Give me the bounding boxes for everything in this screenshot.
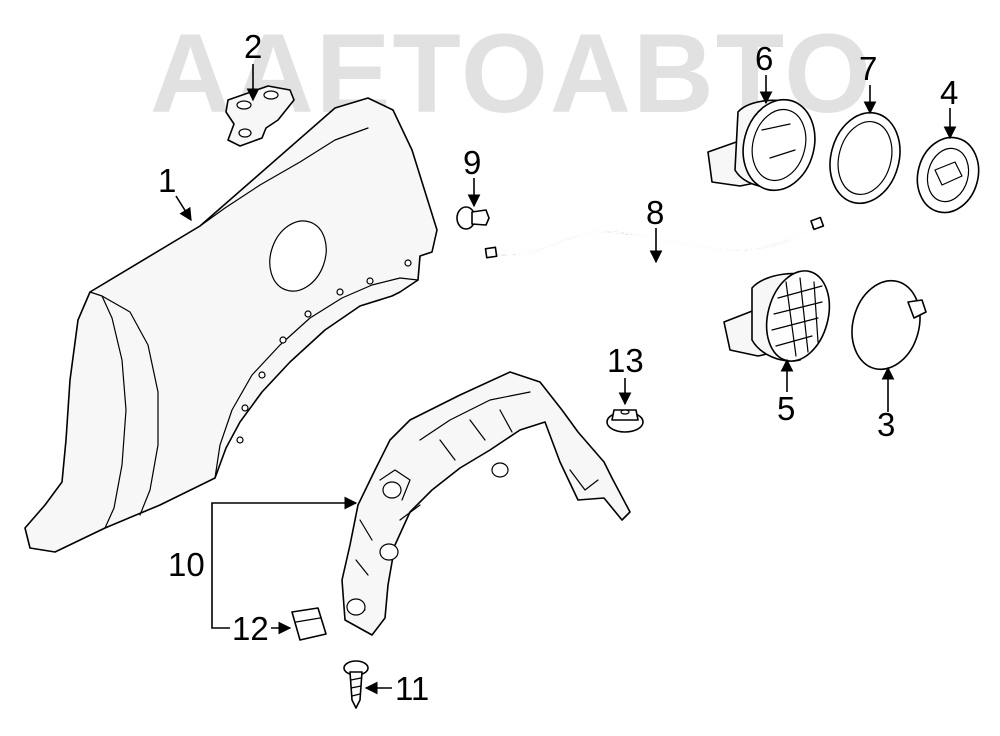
seal-ring xyxy=(829,111,901,205)
callout-1: 1 xyxy=(158,162,176,199)
callout-2: 2 xyxy=(244,28,262,65)
callout-labels: 1 2 3 4 5 6 7 8 9 10 11 12 13 xyxy=(158,28,958,707)
fuel-cap xyxy=(916,136,980,214)
callout-3: 3 xyxy=(877,406,895,443)
quarter-panel xyxy=(24,97,438,553)
push-clip xyxy=(456,206,490,230)
callout-8: 8 xyxy=(646,194,664,231)
callout-9: 9 xyxy=(463,144,481,181)
release-cable xyxy=(484,216,825,259)
fuel-door xyxy=(851,279,927,371)
screw xyxy=(343,660,369,709)
callout-10: 10 xyxy=(168,546,205,583)
callout-11: 11 xyxy=(395,670,429,707)
retainer-clip xyxy=(291,607,327,641)
leader-1 xyxy=(175,195,192,222)
callout-7: 7 xyxy=(859,50,877,87)
leader-10 xyxy=(211,496,358,566)
flange-nut xyxy=(606,409,644,433)
leader-lines xyxy=(175,64,957,695)
callout-5: 5 xyxy=(777,390,795,427)
upper-bracket xyxy=(225,85,295,147)
leader-10-branch xyxy=(211,566,230,629)
callout-13: 13 xyxy=(607,342,644,379)
callout-12: 12 xyxy=(232,610,269,647)
filler-housing xyxy=(707,98,816,192)
grid-housing xyxy=(723,270,831,362)
callout-4: 4 xyxy=(940,74,958,111)
wheel-liner xyxy=(341,371,631,636)
callout-6: 6 xyxy=(755,40,773,77)
